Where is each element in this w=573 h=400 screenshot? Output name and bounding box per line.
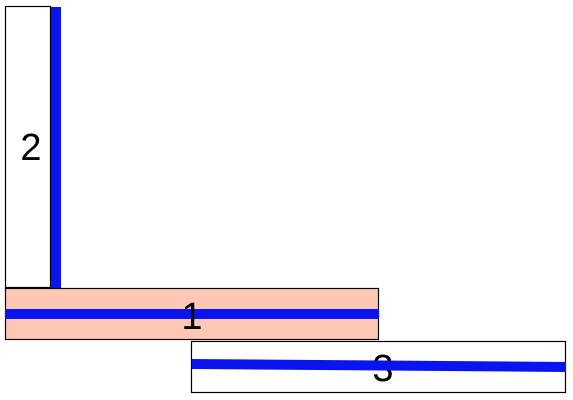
box-1-group: 1 (4, 287, 380, 341)
box-1-label: 1 (181, 296, 202, 338)
box-2-label: 2 (20, 127, 41, 169)
box-2 (4, 5, 52, 289)
box-2-group: 2 (4, 5, 61, 289)
box-3-group: 3 (190, 340, 567, 394)
box-3-line (191, 359, 567, 372)
